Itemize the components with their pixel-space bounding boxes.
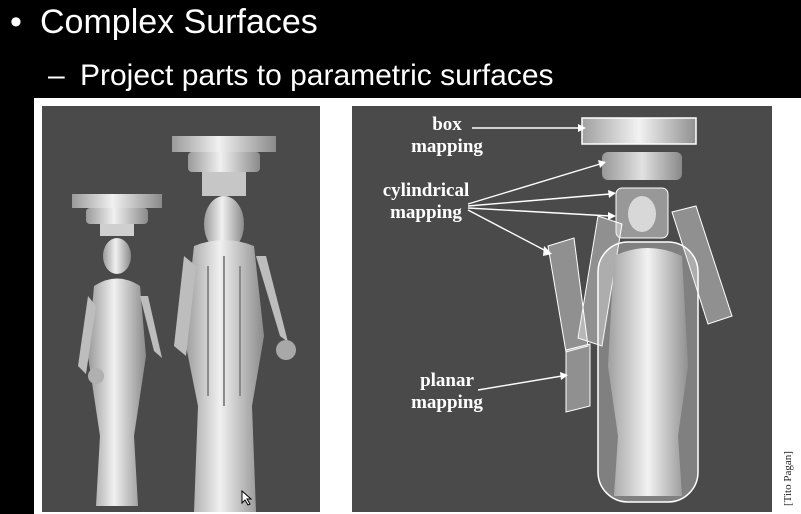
- bullet-symbol: •: [10, 3, 22, 41]
- statue-back: [172, 136, 296, 512]
- bullet-item: • Complex Surfaces: [0, 0, 801, 50]
- statues-panel: [42, 106, 320, 512]
- sub-bullet-dash: –: [48, 59, 65, 92]
- statue-front: [72, 194, 162, 506]
- label-line: planar: [420, 370, 474, 391]
- cylindrical-mapping-label: cylindrical mapping: [356, 180, 496, 224]
- projection-mapping-illustration: [467, 117, 733, 503]
- planar-mapping-label: planar mapping: [392, 370, 502, 414]
- caryatid-statues-illustration: [72, 136, 296, 512]
- label-line: cylindrical: [382, 180, 470, 201]
- label-line: box: [432, 114, 462, 135]
- figure-image: box mapping cylindrical mapping planar m…: [34, 98, 801, 514]
- sub-bullet-item: – Project parts to parametric surfaces: [0, 56, 801, 100]
- label-line: mapping: [411, 392, 483, 413]
- label-line: mapping: [411, 136, 483, 157]
- label-line: mapping: [390, 202, 462, 223]
- mapping-panel: box mapping cylindrical mapping planar m…: [352, 106, 772, 512]
- bullet-heading: Complex Surfaces: [40, 3, 318, 41]
- box-mapping-label: box mapping: [392, 114, 502, 158]
- image-credit: [Tito Pagan]: [782, 428, 796, 508]
- sub-bullet-text: Project parts to parametric surfaces: [80, 59, 554, 92]
- credit-text: [Tito Pagan]: [782, 451, 794, 506]
- move-cursor-icon: [240, 490, 254, 506]
